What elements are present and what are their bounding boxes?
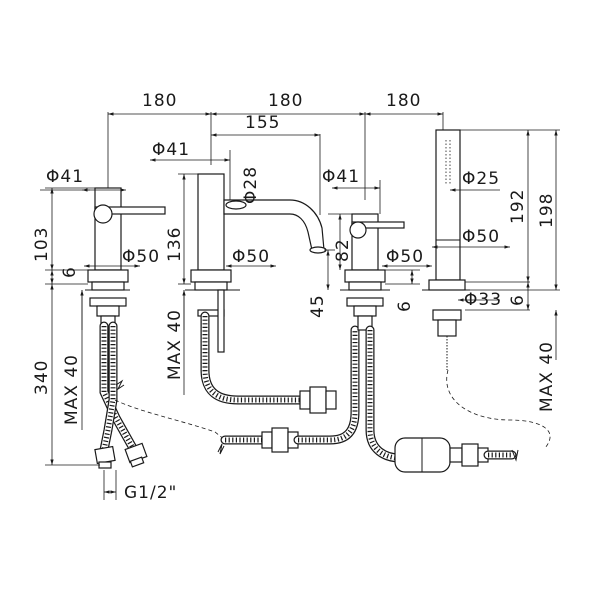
hand-shower-dimensions: Φ25 Φ50 Φ33 192 198 6 MAX 40 [432, 129, 560, 412]
dim-mixer1-diameter: Φ41 [46, 167, 84, 187]
dim-mixer1-base-diameter: Φ50 [122, 247, 160, 267]
dim-mixer2-diameter: Φ41 [322, 167, 360, 187]
dim-spout-max-thickness: MAX 40 [165, 309, 185, 380]
dim-mixer2-base-diameter: Φ50 [386, 247, 424, 267]
dim-shower-holder-diameter: Φ50 [462, 227, 500, 247]
dim-shower-base-diameter: Φ33 [464, 290, 502, 310]
dim-shower-base-height: 6 [508, 294, 528, 306]
dim-mixer1-max-thickness: MAX 40 [62, 354, 82, 425]
spout [185, 173, 360, 455]
dim-shower-max-thickness: MAX 40 [537, 341, 557, 412]
mixer-left-dimensions: Φ41 Φ50 103 6 340 MAX 40 G1/2" [32, 167, 177, 503]
dim-spout-height: 136 [165, 227, 185, 262]
hand-shower [422, 129, 470, 370]
mixer-right-dimensions: Φ41 Φ50 82 6 [322, 167, 432, 312]
shower-nozzles-icon [445, 140, 451, 185]
dim-spout-tip-diameter: Φ28 [241, 166, 261, 204]
dim-spout-base-diameter: Φ50 [232, 247, 270, 267]
dim-top-spacing-1: 180 [142, 91, 177, 111]
dim-shower-total-height: 198 [537, 193, 557, 228]
dim-shower-diameter: Φ25 [462, 169, 500, 189]
dim-mixer1-total-length: 340 [32, 360, 52, 395]
dim-shower-height: 192 [508, 189, 528, 224]
dim-top-spacing-3: 180 [386, 91, 421, 111]
dim-mixer1-base-height: 6 [60, 266, 80, 278]
spout-dimensions: Φ41 Φ28 Φ50 136 MAX 40 45 [150, 140, 335, 395]
dim-top-spacing-2: 180 [268, 91, 303, 111]
dim-mixer1-height: 103 [32, 227, 52, 262]
top-spacing-dimensions: 180 180 180 155 [107, 91, 444, 215]
dim-mixer2-base-height: 6 [395, 300, 415, 312]
dim-thread: G1/2" [124, 483, 177, 503]
dim-mixer2-height: 82 [333, 238, 353, 262]
dim-spout-diameter: Φ41 [152, 140, 190, 160]
mixer-left [85, 187, 226, 469]
dim-spout-reach: 155 [245, 113, 280, 133]
mixer-right [340, 213, 551, 473]
dim-spout-outlet-height: 45 [308, 294, 328, 318]
